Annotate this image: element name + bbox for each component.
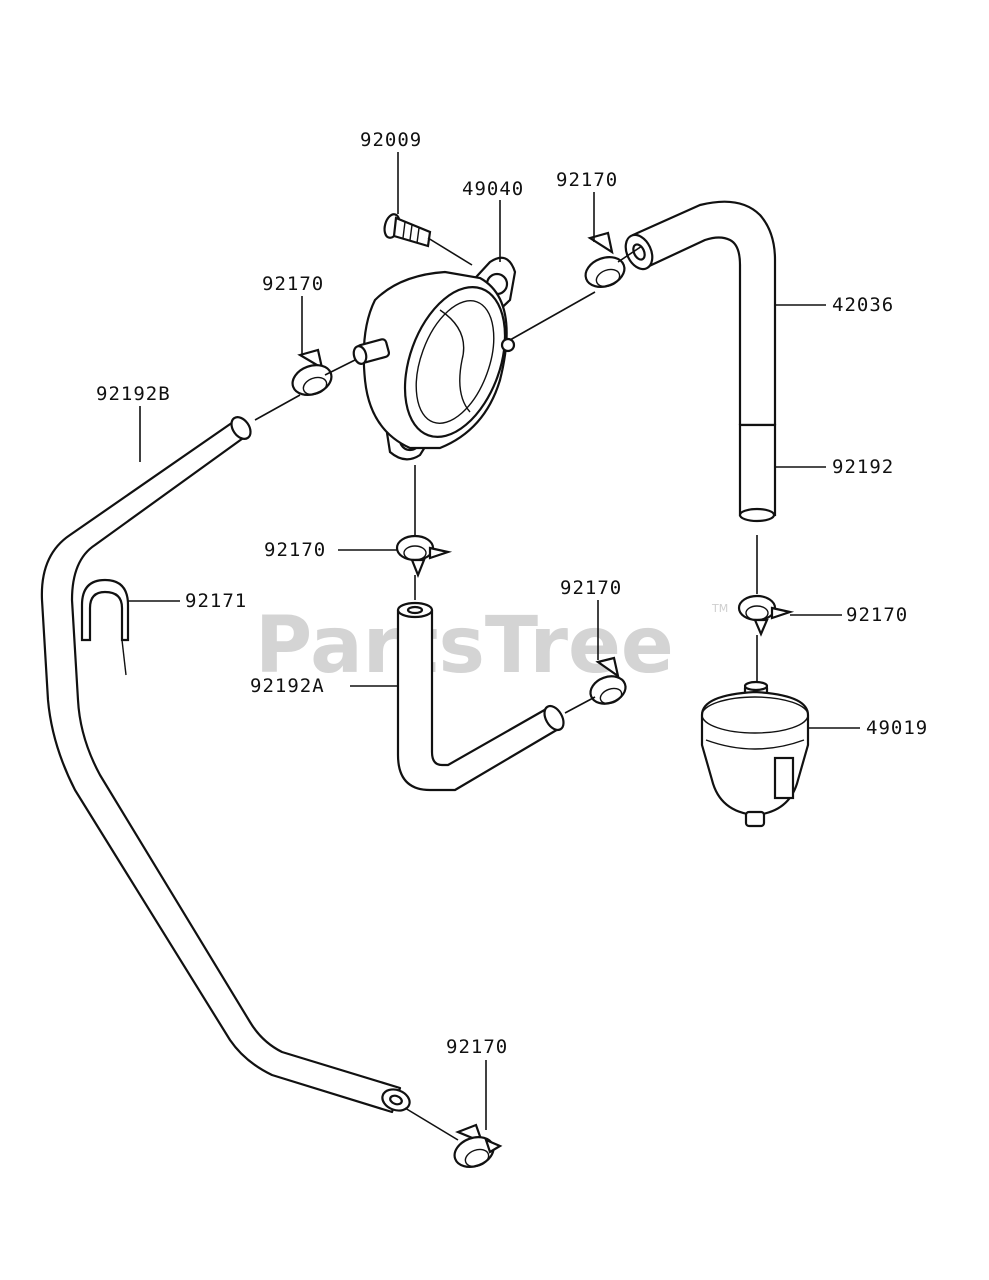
screw-92009[interactable]	[382, 213, 432, 248]
label-92192a: 92192A	[250, 675, 325, 697]
fuel-pump-49040[interactable]	[352, 256, 524, 461]
label-92170-filter: 92170	[846, 604, 908, 626]
fuel-filter-49019[interactable]	[700, 680, 810, 828]
label-92170-pump-bottom: 92170	[264, 539, 326, 561]
label-92170-top-right: 92170	[556, 169, 618, 191]
label-92009: 92009	[360, 129, 422, 151]
label-92192b: 92192B	[96, 383, 171, 405]
watermark-trademark: TM	[711, 602, 728, 615]
clamp-92170-top-right[interactable]	[581, 231, 628, 292]
leader-lines	[128, 152, 860, 1141]
label-42036: 42036	[832, 294, 894, 316]
clamp-92170-pump-bottom[interactable]	[395, 534, 453, 578]
hose-42036[interactable]	[621, 200, 777, 427]
clamp-92170-filter[interactable]	[737, 594, 795, 637]
label-92170-bottom: 92170	[446, 1036, 508, 1058]
label-92170-pump-left: 92170	[262, 273, 324, 295]
clamp-92170-pump-left[interactable]	[288, 348, 335, 400]
label-49040: 49040	[462, 178, 524, 200]
clamp-92170-middle[interactable]	[587, 656, 630, 708]
label-49019: 49019	[866, 717, 928, 739]
watermark-text: PartsTree	[255, 601, 674, 691]
hose-92192a[interactable]	[396, 601, 567, 792]
clip-92171[interactable]	[80, 578, 130, 676]
label-92170-middle: 92170	[560, 577, 622, 599]
clamp-92170-bottom[interactable]	[450, 1123, 503, 1172]
hose-92192[interactable]	[738, 423, 777, 523]
hose-92192b[interactable]	[40, 414, 413, 1115]
label-92171: 92171	[185, 590, 247, 612]
label-92192: 92192	[832, 456, 894, 478]
